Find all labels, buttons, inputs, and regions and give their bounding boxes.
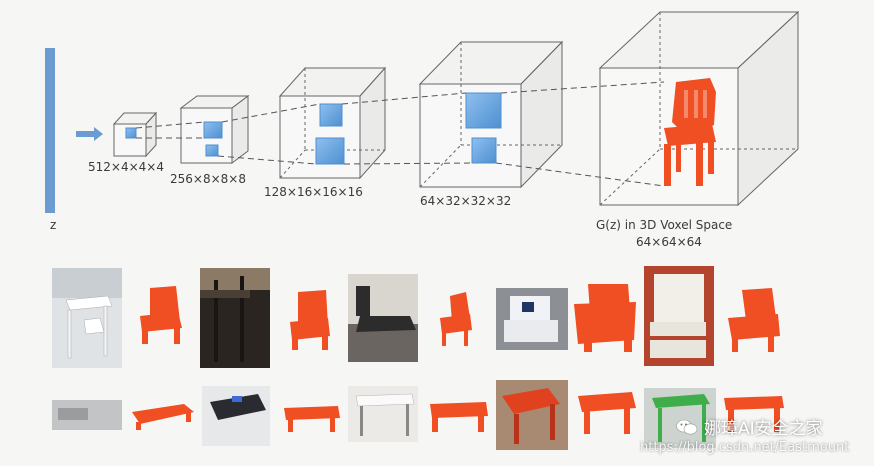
cube-layer-1 bbox=[112, 111, 158, 158]
kernel-block bbox=[465, 92, 502, 129]
wechat-icon bbox=[676, 419, 698, 434]
examples-row-1 bbox=[52, 266, 780, 368]
cube-layer-3 bbox=[278, 66, 387, 180]
cube-layer-4 bbox=[418, 40, 564, 189]
watermark-url: https://blog.csdn.net/Eastmount bbox=[640, 440, 850, 455]
kernel-block bbox=[319, 103, 343, 127]
layer-5-sublabel: 64×64×64 bbox=[636, 235, 702, 249]
projection-lines bbox=[135, 81, 665, 187]
kernel-block bbox=[203, 121, 223, 139]
z-vector-bar bbox=[45, 48, 55, 213]
photo-wood-chair bbox=[200, 268, 270, 368]
photo-low-table bbox=[52, 400, 122, 430]
kernel-block bbox=[205, 144, 219, 157]
photo-red-side-table bbox=[496, 380, 568, 450]
voxel-table-3 bbox=[430, 402, 488, 432]
layer-4-label: 64×32×32×32 bbox=[420, 194, 512, 208]
kernel-block bbox=[125, 127, 137, 139]
voxel-chair-3 bbox=[440, 292, 472, 346]
photo-dark-table bbox=[202, 386, 270, 446]
input-arrow-icon bbox=[76, 127, 103, 141]
kernel-block bbox=[315, 137, 345, 165]
voxel-chair-1 bbox=[140, 286, 182, 344]
photo-white-table bbox=[348, 386, 418, 442]
voxel-table-2 bbox=[284, 406, 340, 432]
voxel-table-4 bbox=[578, 392, 636, 434]
cube-layer-2 bbox=[179, 95, 250, 164]
photo-dining-chair bbox=[348, 274, 418, 362]
layer-1-label: 512×4×4×4 bbox=[88, 160, 164, 174]
photo-green-table bbox=[644, 388, 716, 448]
layer-2-label: 256×8×8×8 bbox=[170, 172, 246, 186]
voxel-chair-output bbox=[664, 78, 716, 186]
layer-3-label: 128×16×16×16 bbox=[264, 185, 363, 199]
kernel-block bbox=[471, 137, 497, 164]
voxel-armchair bbox=[574, 284, 636, 352]
photo-wicker-chair bbox=[644, 266, 714, 366]
photo-white-chair bbox=[52, 268, 122, 368]
voxel-table-5 bbox=[724, 396, 784, 432]
voxel-chair-4 bbox=[728, 288, 780, 352]
watermark-text: 娜璋AI安全之家 bbox=[704, 419, 823, 439]
watermark: 娜璋AI安全之家 bbox=[676, 414, 823, 439]
photo-armchair bbox=[496, 288, 568, 350]
voxel-low-table bbox=[132, 404, 194, 430]
voxel-chair-2 bbox=[290, 290, 330, 350]
examples-row-2 bbox=[52, 380, 784, 450]
z-label: z bbox=[50, 218, 57, 232]
layer-5-label: G(z) in 3D Voxel Space bbox=[596, 218, 733, 232]
